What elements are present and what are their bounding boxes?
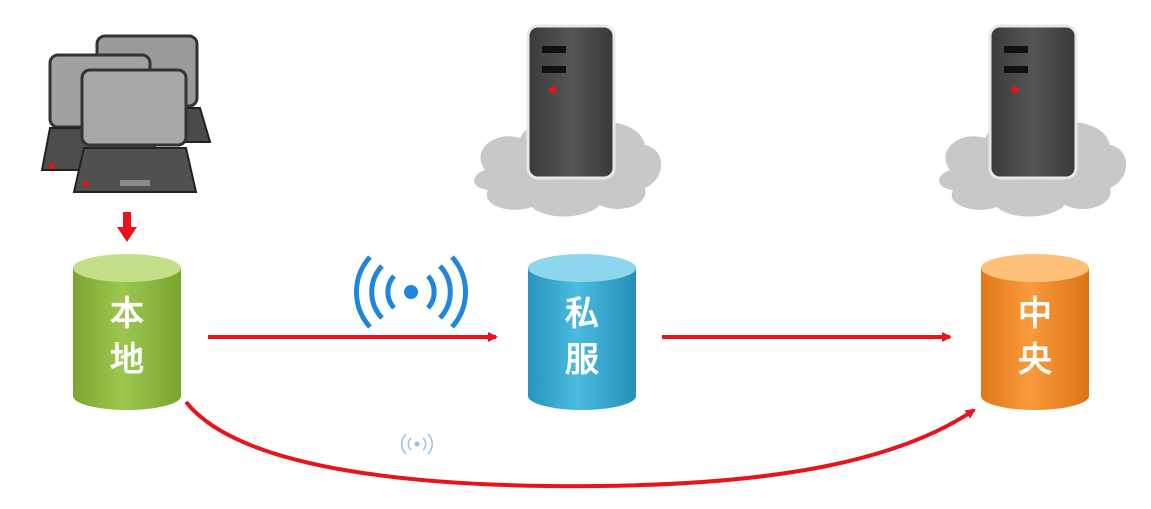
central-label-line2: 央 (1018, 340, 1053, 380)
central-node: 中 央 (981, 254, 1089, 410)
local-to-central-curve-arrow (184, 400, 976, 489)
private-node: 私 服 (528, 254, 636, 410)
wifi-signal-small-icon (401, 433, 433, 455)
computer-cluster-icon (40, 34, 212, 193)
local-node: 本 地 (73, 254, 181, 410)
private-label-line2: 服 (565, 340, 599, 380)
local-label-line1: 本 (110, 294, 144, 334)
local-label-line2: 地 (110, 340, 144, 380)
wifi-signal-icon (354, 255, 468, 329)
central-label-line1: 中 (1018, 294, 1052, 334)
central-server-tower-icon (988, 24, 1078, 180)
input-down-arrow (117, 212, 137, 242)
private-server-tower-icon (526, 24, 616, 180)
private-label-line1: 私 (565, 294, 599, 334)
